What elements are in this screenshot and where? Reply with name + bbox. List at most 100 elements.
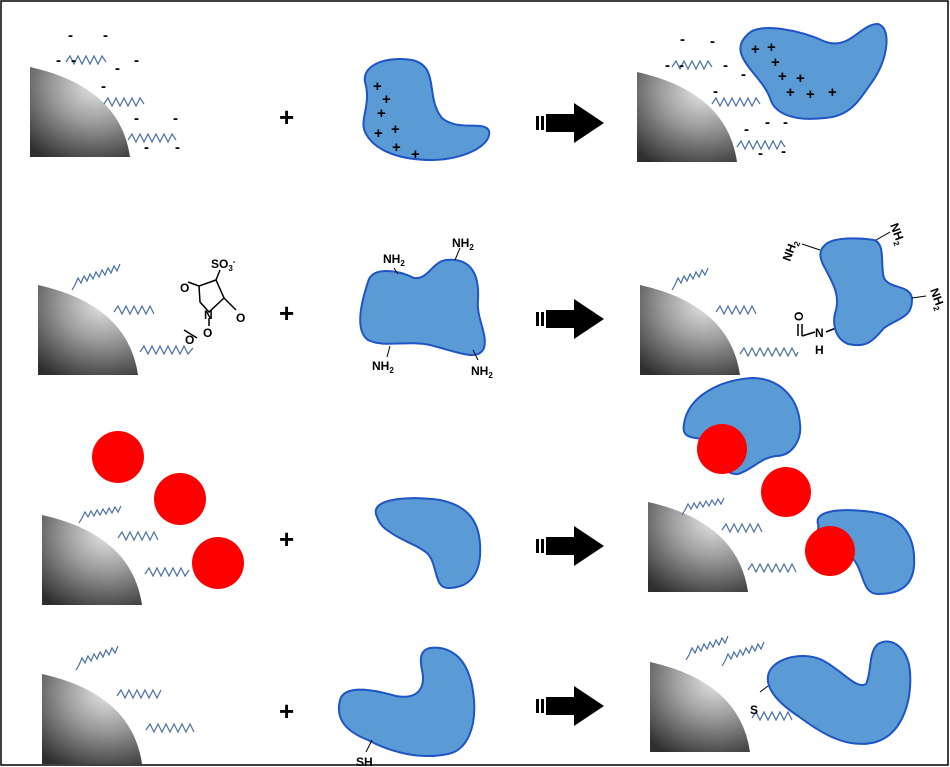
reaction-arrow	[536, 299, 604, 339]
positive-charge: +	[374, 125, 383, 142]
nanoparticle	[640, 285, 740, 375]
negative-charge: -	[741, 66, 746, 83]
positive-charge: +	[767, 39, 776, 56]
amide-bond	[801, 331, 816, 337]
linker-chain	[139, 344, 194, 356]
thiol-protein	[337, 646, 476, 757]
amine-protein	[359, 258, 486, 356]
hydrogen-label: H	[815, 343, 824, 357]
positive-charge: +	[796, 70, 805, 87]
negative-charge: -	[783, 114, 788, 131]
nanoparticle	[648, 502, 748, 592]
reaction-arrow	[536, 526, 604, 566]
amine-label: NH2	[780, 237, 803, 263]
linker-chain	[78, 505, 122, 524]
thiol-bond	[365, 739, 373, 753]
linker-chain	[751, 710, 793, 722]
negative-charge: -	[173, 110, 178, 127]
negative-charge: -	[758, 145, 763, 162]
nitrogen-label: N	[204, 308, 213, 322]
plus-sign: +	[279, 298, 294, 328]
linker-chain	[681, 497, 725, 516]
amine-bond	[386, 345, 391, 358]
amine-label: NH2	[885, 221, 908, 247]
linker-chain	[736, 139, 786, 151]
succinimide-ring	[198, 279, 225, 314]
nhs-ester-group	[183, 269, 237, 339]
affinity-ligand	[92, 431, 144, 483]
negative-charge: -	[665, 57, 670, 74]
sulfur-label: S	[750, 703, 758, 717]
amine-bond	[801, 243, 821, 251]
ester-bond	[183, 329, 198, 339]
negative-charges: - - - - - - - - - - -	[56, 27, 180, 156]
linker-chain	[671, 59, 713, 71]
row-thiol-coupling: + SH S	[42, 635, 912, 767]
thiol-label: SH	[356, 755, 373, 767]
linker-chain	[127, 132, 177, 144]
linker-chain	[721, 522, 763, 534]
linker-chain	[721, 641, 765, 667]
positive-charge: +	[411, 146, 420, 163]
thioether-bond	[759, 685, 769, 693]
negative-charges: - - - - - - - - - - - -	[665, 31, 788, 162]
linker-chain	[685, 635, 729, 661]
amine-bond	[454, 247, 461, 261]
linker-chain	[145, 722, 195, 734]
negative-charge: -	[710, 33, 715, 50]
positive-charge: +	[373, 78, 382, 95]
amine-label: NH2	[372, 359, 394, 375]
nanoparticle	[42, 674, 142, 764]
carbonyl-bond	[223, 297, 237, 311]
negative-charge: -	[713, 83, 718, 100]
negative-charge: -	[744, 121, 749, 138]
amine-bond	[472, 349, 479, 361]
nanoparticle	[650, 662, 750, 752]
linker-chain	[75, 645, 119, 671]
plus-sign: +	[279, 524, 294, 554]
negative-charge: -	[56, 52, 61, 69]
amine-bonds	[801, 231, 927, 299]
target-protein	[374, 497, 482, 590]
affinity-ligand	[192, 537, 244, 589]
amine-bonds	[386, 247, 479, 361]
positively-charged-protein	[362, 58, 491, 162]
amine-label: NH2	[471, 364, 493, 380]
negative-charge: -	[679, 57, 684, 74]
negative-charge: -	[101, 78, 106, 95]
oxygen-label: O	[236, 311, 245, 325]
sulfonate-label: SO3-	[211, 257, 236, 273]
linker-chain	[671, 267, 709, 291]
positive-charge: +	[382, 91, 391, 108]
negative-charge: -	[68, 27, 73, 44]
row-nhs-ester-amine-coupling: N O O O O SO3- + NH2 NH2 NH2 NH2 O N H	[38, 221, 946, 380]
oxygen-label: O	[185, 333, 194, 347]
positive-charge: +	[751, 41, 760, 58]
oxygen-label: O	[180, 281, 189, 295]
amine-bond	[393, 267, 399, 275]
linker-chain	[739, 346, 799, 358]
linker-chain	[711, 96, 761, 108]
positive-charge: +	[771, 54, 780, 71]
plus-sign: +	[279, 696, 294, 726]
carbonyl-bond	[187, 281, 200, 287]
linker-chain	[747, 562, 797, 574]
oxygen-label: O	[203, 326, 212, 340]
amine-bond	[911, 295, 927, 299]
row-affinity-ligand-binding: +	[42, 376, 916, 605]
linker-chain	[113, 304, 155, 316]
negative-charge: -	[144, 139, 149, 156]
oxygen-label: O	[792, 312, 806, 321]
negative-charge: -	[103, 27, 108, 44]
row-electrostatic-adsorption: - - - - - - - - - - - + + + + + + + +	[30, 22, 888, 163]
negative-charge: -	[134, 110, 139, 127]
linker-chain	[65, 54, 107, 66]
nanoparticle	[30, 67, 130, 157]
linker-chain	[144, 566, 190, 578]
positive-charges: + + + + + + +	[373, 78, 420, 163]
linker-chain	[117, 530, 159, 542]
nanoparticle	[38, 285, 138, 375]
positive-charge: +	[377, 105, 386, 122]
reaction-arrow	[536, 686, 604, 726]
